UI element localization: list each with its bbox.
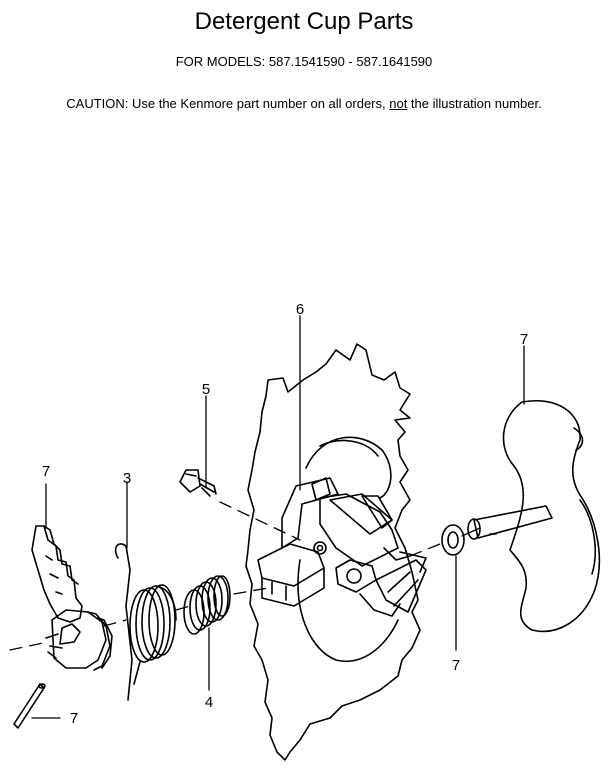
- assembly-lines: [9, 501, 441, 651]
- callout-dial: 7: [520, 331, 528, 348]
- callout-torsion-spring: 3: [123, 470, 131, 487]
- callout-screw: 5: [202, 381, 210, 398]
- torsion-spring: [114, 543, 177, 701]
- caution-prefix: CAUTION: Use the Kenmore part number on …: [66, 96, 390, 111]
- callout-cam-lever: 7: [42, 463, 50, 480]
- pin: [13, 683, 46, 729]
- dial-with-shaft: [467, 400, 601, 633]
- callout-washer: 7: [452, 657, 460, 674]
- caution-not: not: [389, 96, 408, 111]
- model-numbers: FOR MODELS: 587.1541590 - 587.1641590: [175, 54, 433, 69]
- diagram-title: Detergent Cup Parts: [194, 8, 414, 35]
- callout-pin: 7: [70, 710, 78, 727]
- callout-coil-spring: 4: [205, 694, 213, 711]
- caution-suffix: the illustration number.: [407, 96, 542, 111]
- callout-cup: 6: [296, 301, 304, 318]
- detergent-cup-plate: [245, 343, 421, 761]
- cam-lever: [31, 525, 113, 671]
- coil-spring: [183, 575, 231, 635]
- leader-lines: [31, 315, 525, 719]
- cup-mechanism: [257, 477, 427, 617]
- caution-note: CAUTION: Use the Kenmore part number on …: [0, 96, 608, 111]
- washer: [441, 524, 465, 556]
- screw: [179, 469, 217, 497]
